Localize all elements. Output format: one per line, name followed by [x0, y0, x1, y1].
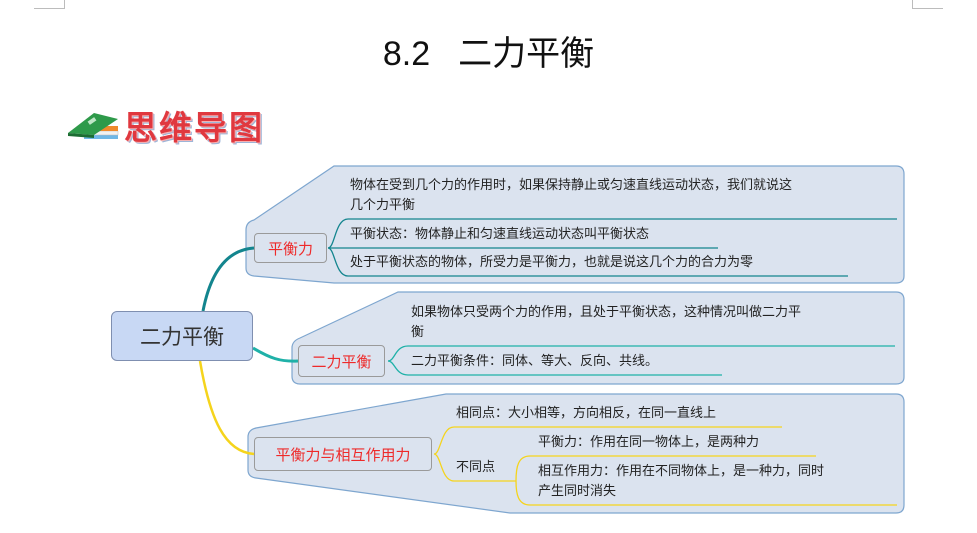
leaf-similarities: 相同点：大小相等，方向相反，在同一直线上: [456, 406, 717, 421]
branch-line-2: [252, 346, 299, 363]
leaf-two-force-definition: 如果物体只受两个力的作用，且处于平衡状态，这种情况叫做二力平 衡: [411, 303, 801, 343]
leaf-two-force-conditions: 二力平衡条件：同体、等大、反向、共线。: [411, 354, 659, 369]
leaf-line: 相互作用力：作用在不同物体上，是一种力，同时: [538, 464, 825, 479]
topic-balanced-vs-interaction: 平衡力与相互作用力: [254, 437, 432, 471]
leaf-differences-label: 不同点: [456, 460, 496, 475]
leaf-line: 物体在受到几个力的作用时，如果保持静止或匀速直线运动状态，我们就说这: [350, 178, 793, 193]
leaf-line: 如果物体只受两个力的作用，且处于平衡状态，这种情况叫做二力平: [411, 305, 802, 320]
books-icon: [64, 105, 124, 145]
page-title: 8.2 二力平衡: [0, 26, 977, 75]
root-topic: 二力平衡: [111, 311, 253, 361]
leaf-net-force-zero: 处于平衡状态的物体，所受力是平衡力，也就是说这几个力的合力为零: [350, 255, 754, 270]
leaf-line: 产生同时消失: [538, 484, 617, 499]
leaf-definition: 物体在受到几个力的作用时，如果保持静止或匀速直线运动状态，我们就说这 几个力平衡: [350, 176, 792, 216]
logo-text: 思维导图: [124, 108, 264, 147]
branch-line-1: [201, 246, 255, 312]
topic-two-force-balance: 二力平衡: [298, 345, 385, 377]
leaf-balance-state: 平衡状态：物体静止和匀速直线运动状态叫平衡状态: [350, 227, 650, 242]
mindmap-logo: 思维导图: [64, 102, 264, 148]
section-number: 8.2: [382, 35, 431, 73]
boundary-branch-2: [291, 291, 905, 385]
leaf-interaction-force-diff: 相互作用力：作用在不同物体上，是一种力，同时 产生同时消失: [538, 462, 824, 502]
page-corner-mark-right: [912, 0, 943, 9]
leaf-balanced-force-diff: 平衡力：作用在同一物体上，是两种力: [538, 435, 760, 450]
topic-balanced-forces: 平衡力: [254, 233, 327, 263]
branch-line-3: [198, 360, 255, 456]
leaf-line: 衡: [411, 325, 425, 340]
boundary-branch-1: [245, 165, 905, 284]
boundary-branch-3: [247, 393, 905, 514]
section-title: 二力平衡: [458, 35, 595, 73]
leaf-line: 几个力平衡: [350, 198, 416, 213]
page-corner-mark-left: [34, 0, 65, 9]
